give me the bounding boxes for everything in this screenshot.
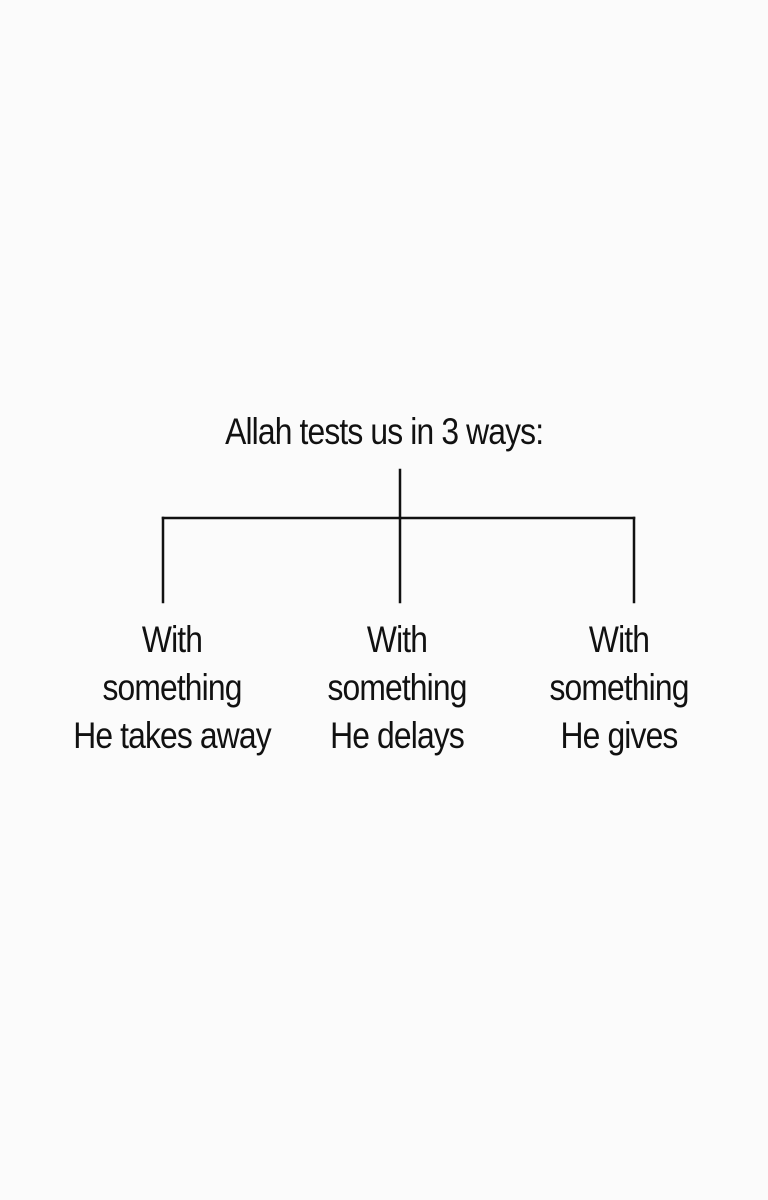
branch-middle-line1: With [366,619,428,660]
branch-right-line1: With [588,619,650,660]
branch-middle-line3: He delays [330,715,465,756]
branch-left-line3: He takes away [73,715,271,756]
branch-right-line2: something [549,667,689,708]
branch-right: With something He gives [507,616,731,760]
branch-right-line3: He gives [560,715,679,756]
branch-left-line2: something [102,667,242,708]
diagram-title: Allah tests us in 3 ways: [225,411,544,452]
branch-middle: With something He delays [285,616,509,760]
branch-left-line1: With [141,619,203,660]
branch-middle-line2: something [327,667,467,708]
branch-left: With something He takes away [60,616,284,760]
